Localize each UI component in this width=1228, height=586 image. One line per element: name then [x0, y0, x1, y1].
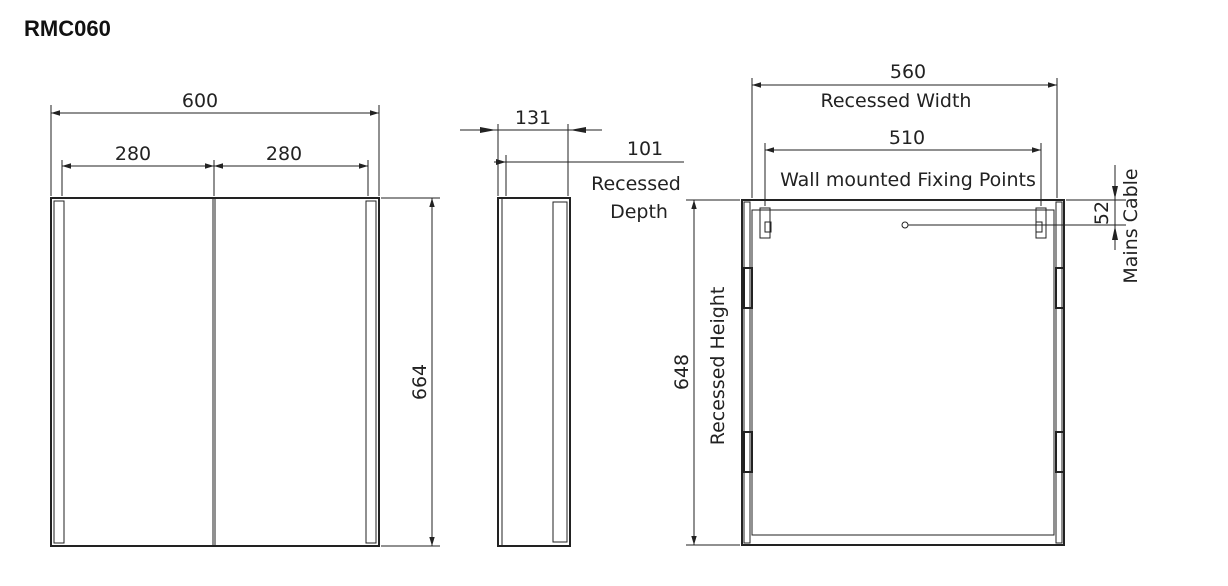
dim-height-664: 664: [409, 364, 431, 400]
dim-door-left-280: 280: [115, 143, 151, 165]
dim-width-600: 600: [182, 90, 218, 112]
recessed-depth-label-1: Recessed: [591, 173, 681, 195]
dim-recessed-width-560: 560: [890, 61, 926, 83]
side-view: 131 101 Recessed Depth: [460, 107, 684, 547]
dim-door-right-280: 280: [266, 143, 302, 165]
mains-cable-label: Mains Cable: [1120, 168, 1142, 283]
front-left-edge: [53, 200, 65, 544]
dim-depth-131: 131: [515, 107, 551, 129]
front-view: 600 280 280 664: [50, 90, 440, 547]
back-inner-frame: [751, 209, 1055, 536]
dim-recessed-height-648: 648: [671, 354, 693, 390]
back-cabinet-outline: [741, 199, 1065, 546]
recessed-width-label: Recessed Width: [821, 90, 972, 112]
dim-recessed-depth-101: 101: [627, 138, 663, 160]
dim-fixing-width-510: 510: [889, 127, 925, 149]
mains-cable-hole: [901, 221, 909, 229]
side-cabinet-outline: [497, 197, 571, 547]
dim-cable-offset-52: 52: [1091, 201, 1113, 225]
fixing-points-label: Wall mounted Fixing Points: [780, 169, 1036, 191]
fixing-bracket-left: [759, 207, 771, 239]
side-door-panel: [552, 201, 568, 543]
fixing-bracket-right: [1035, 207, 1047, 239]
recessed-height-label: Recessed Height: [707, 287, 729, 446]
front-right-edge: [365, 200, 377, 544]
back-view: 560 Recessed Width 510 Wall mounted Fixi…: [671, 61, 1142, 546]
drawing-title: RMC060: [24, 16, 111, 41]
recessed-depth-label-2: Depth: [610, 201, 668, 223]
